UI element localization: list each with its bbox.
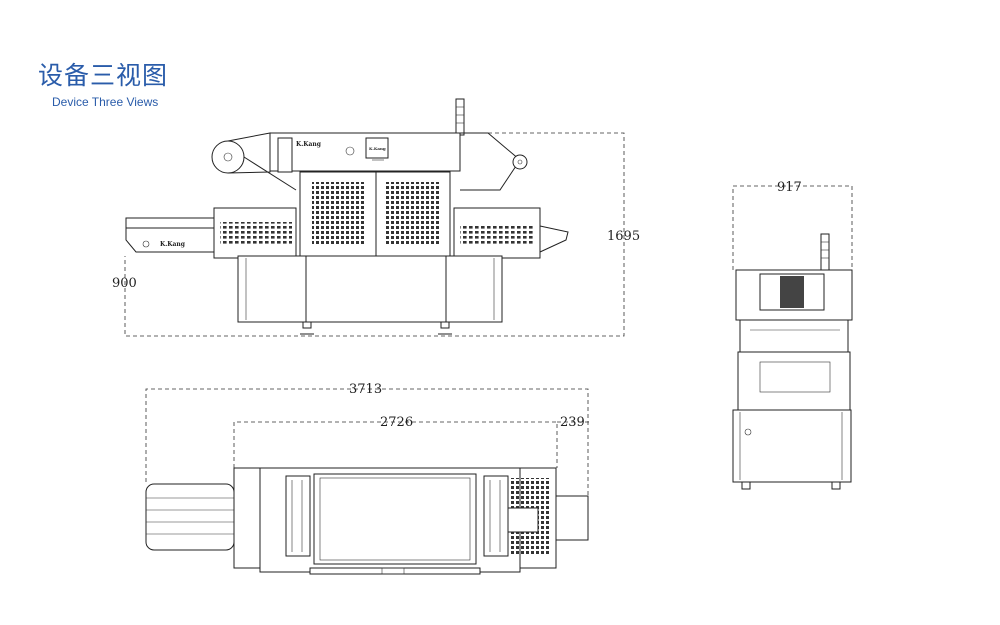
film-roll-left — [211, 140, 245, 174]
brand-label-panel: K.Kang — [369, 146, 386, 151]
dim-length-body: 2726 — [380, 415, 413, 430]
front-view: 1695 900 K.Kang K.Kang K.Kang — [112, 98, 640, 337]
side-base — [732, 409, 852, 483]
center-chamber — [313, 473, 477, 565]
dim-width-side: 917 — [777, 180, 802, 195]
dim-height-table: 900 — [112, 276, 137, 291]
section-title: 设备三视图 — [38, 61, 169, 90]
control-panel — [365, 137, 389, 159]
signal-tower-side — [820, 233, 830, 271]
infeed-conveyor — [125, 217, 217, 229]
upper-head — [269, 132, 461, 172]
section-subtitle: Device Three Views — [52, 95, 159, 109]
infeed-top — [145, 483, 235, 551]
dim-length-ext: 239 — [560, 415, 585, 430]
side-view: 917 — [732, 180, 853, 490]
signal-tower — [455, 98, 465, 136]
top-view: 3713 2726 239 — [145, 382, 592, 575]
dim-length-total: 3713 — [349, 382, 382, 397]
brand-label-left: K.Kang — [160, 241, 186, 248]
brand-label-top: K.Kang — [296, 141, 322, 148]
film-roll-right — [512, 154, 528, 170]
base-frame — [237, 255, 503, 323]
dim-height-total: 1695 — [607, 229, 640, 244]
